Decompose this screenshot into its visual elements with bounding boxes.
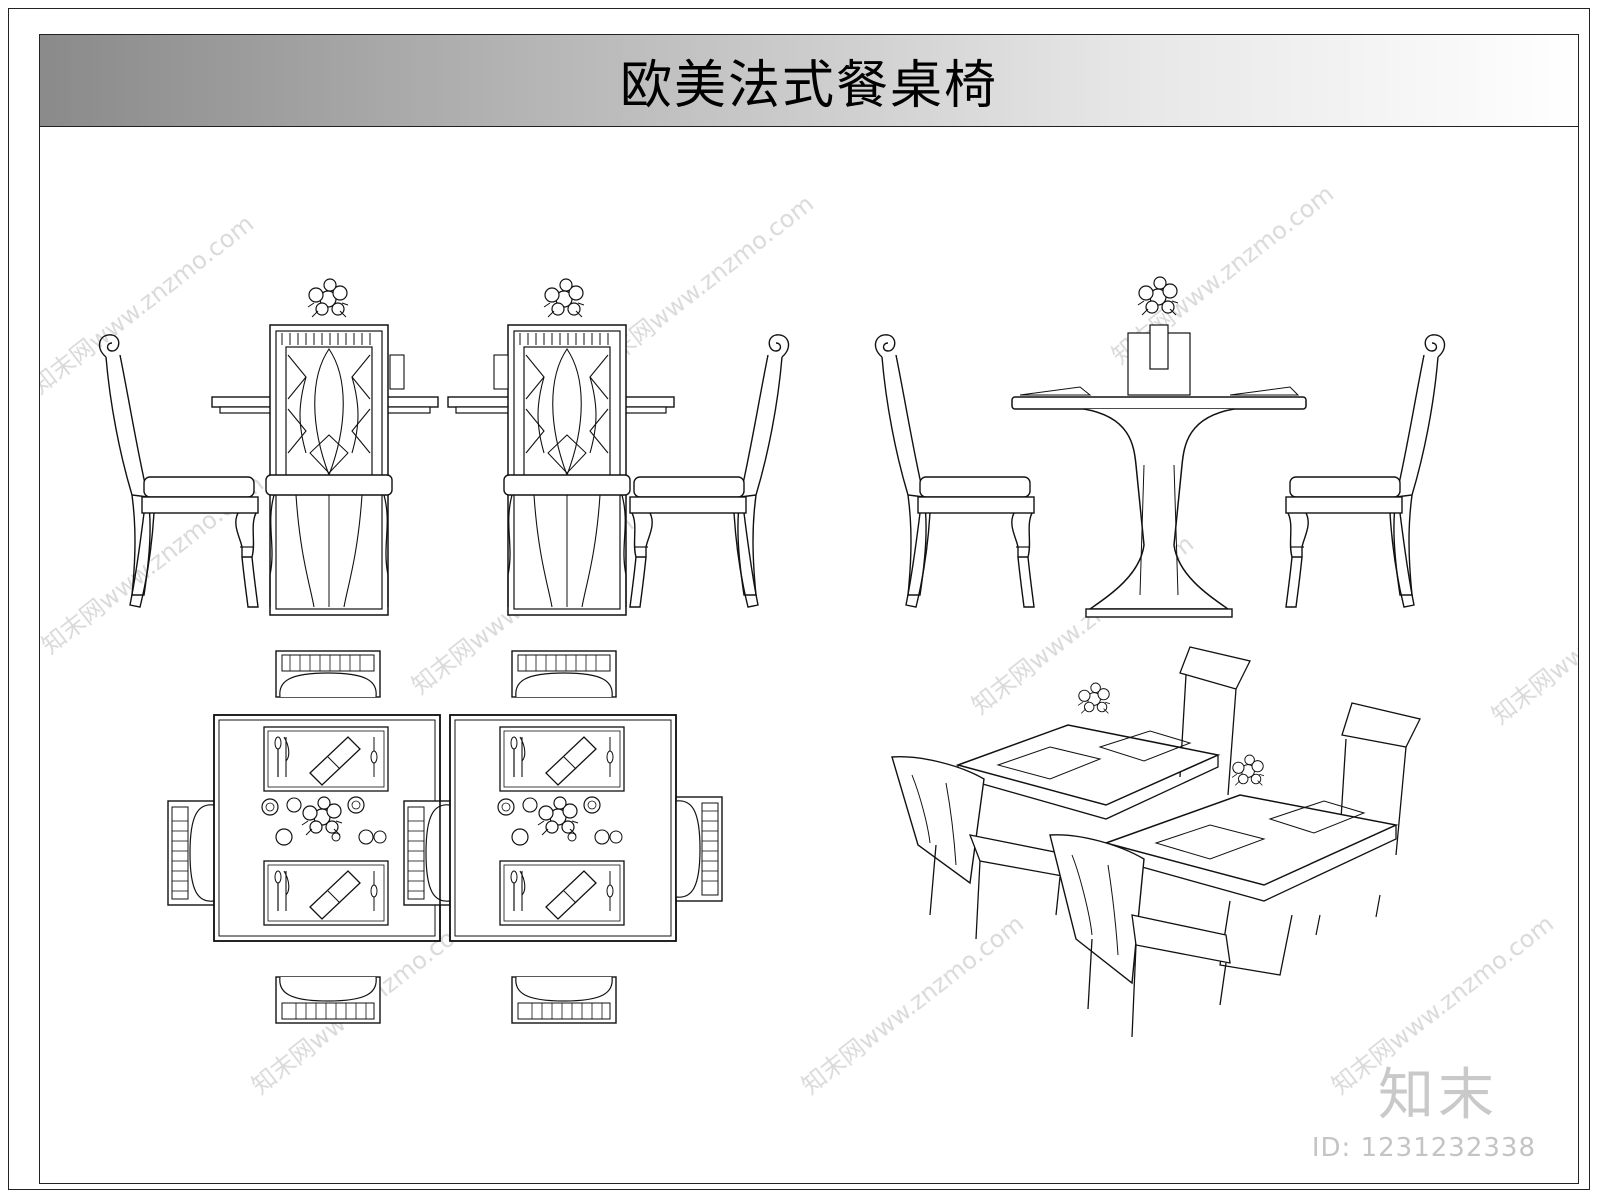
perspective-view	[891, 646, 1421, 1038]
drawing-frame: 欧美法式餐桌椅	[39, 34, 1579, 1184]
front-elevation-view	[98, 278, 790, 616]
watermark-id: ID: 1231232338	[1311, 1133, 1536, 1163]
watermark-text: 知末网www.znzmo.com	[796, 909, 1029, 1099]
page-title: 欧美法式餐桌椅	[619, 56, 998, 116]
plan-view	[168, 651, 723, 1023]
watermark-text: 知末网www.znzmo.com	[1486, 539, 1579, 729]
side-elevation-view	[874, 276, 1446, 618]
title-bar: 欧美法式餐桌椅	[40, 35, 1578, 127]
watermark-text: 知末网www.znzmo.com	[40, 209, 259, 399]
watermark-pattern: 知末网www.znzmo.com 知末网www.znzmo.com 知末网www…	[40, 179, 1579, 1099]
furniture-drawings: 知末网www.znzmo.com 知末网www.znzmo.com 知末网www…	[40, 179, 1579, 1099]
drawing-sheet: 欧美法式餐桌椅	[8, 8, 1590, 1190]
watermark-logo: 知末	[1378, 1063, 1498, 1128]
